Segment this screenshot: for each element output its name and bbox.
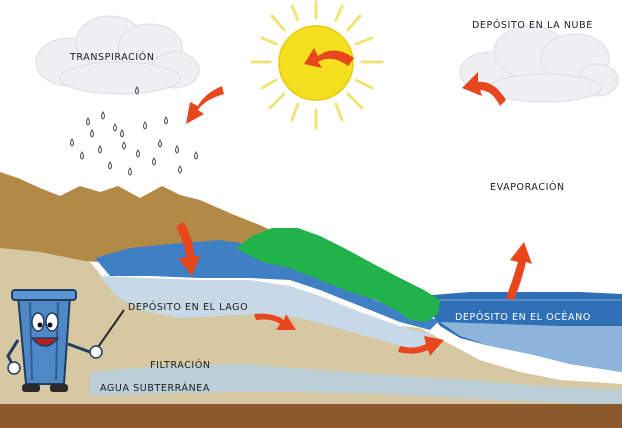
process-arrow-icon — [186, 86, 224, 124]
ocean-shallow — [440, 322, 622, 372]
process-arrows — [176, 48, 532, 356]
sun-rays — [250, 0, 384, 130]
label-evaporation: EVAPORACIÓN — [490, 182, 565, 193]
soil — [0, 404, 622, 428]
label-groundwater: AGUA SUBTERRÁNEA — [100, 383, 210, 394]
trash-can-mascot-icon — [6, 289, 125, 392]
label-transpiration: TRANSPIRACIÓN — [70, 52, 155, 63]
rain-drops-icon — [70, 86, 198, 176]
lake-body — [100, 276, 440, 352]
label-cloud-deposit: DEPÓSITO EN LA NUBE — [472, 20, 593, 31]
cloud-icon — [459, 25, 619, 103]
process-arrow-icon — [176, 222, 200, 276]
process-arrow-icon — [462, 72, 506, 106]
label-filtration: FILTRACIÓN — [150, 360, 211, 371]
process-arrow-icon — [254, 313, 296, 330]
process-arrow-icon — [398, 336, 444, 356]
cloud-icon — [35, 15, 200, 95]
label-ocean-deposit: DEPÓSITO EN EL OCÉANO — [455, 312, 591, 323]
lake-water — [95, 240, 440, 330]
label-lake-deposit: DEPÓSITO EN EL LAGO — [128, 302, 249, 313]
vegetation — [236, 228, 440, 322]
process-arrow-icon — [304, 48, 354, 68]
process-arrow-icon — [506, 242, 532, 300]
groundwater-band — [90, 364, 622, 406]
